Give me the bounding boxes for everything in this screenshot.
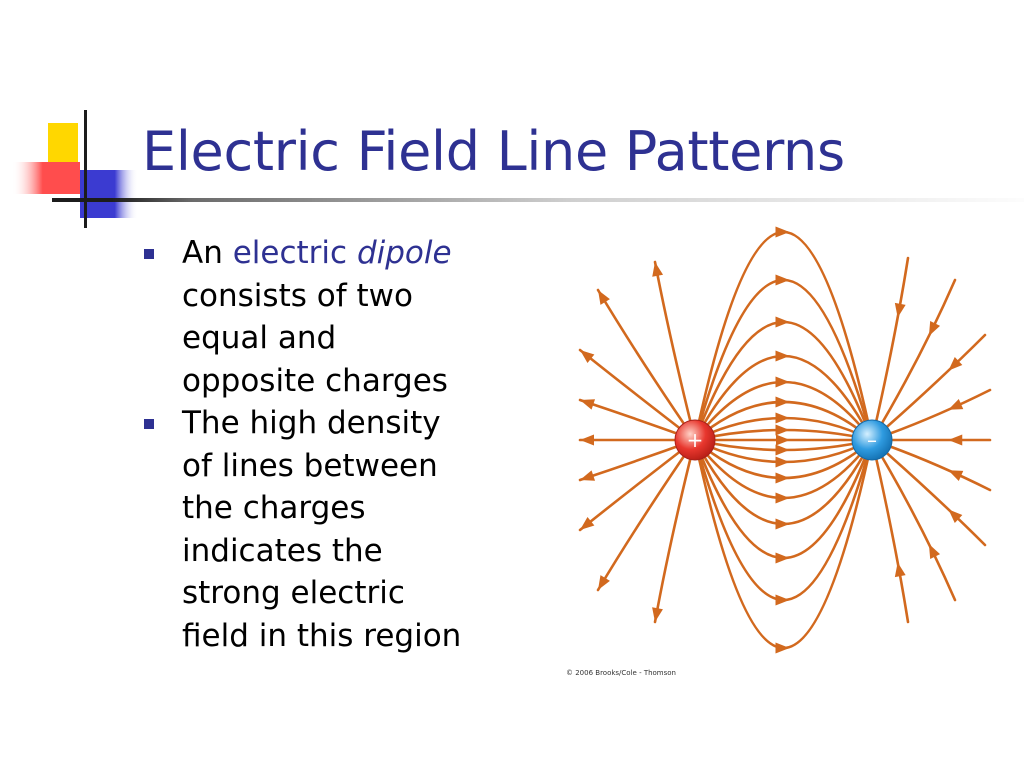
bullet-square-icon bbox=[144, 249, 154, 259]
text-run: strong electric bbox=[182, 575, 405, 611]
field-arrow bbox=[776, 434, 790, 446]
field-arrow bbox=[580, 350, 595, 364]
field-arrow bbox=[775, 456, 790, 468]
incoming-field-line bbox=[870, 333, 987, 442]
field-arrow bbox=[775, 492, 790, 504]
field-arrow bbox=[775, 642, 790, 654]
incoming-field-line bbox=[870, 438, 910, 624]
field-arrow bbox=[948, 399, 964, 410]
deco-red-bar bbox=[12, 162, 80, 194]
bullet-line: The high density bbox=[182, 402, 564, 445]
field-arrow bbox=[580, 434, 594, 446]
text-run: field in this region bbox=[182, 617, 462, 654]
field-arrow bbox=[580, 399, 596, 410]
field-arrow bbox=[894, 562, 906, 578]
positive-charge-circle bbox=[674, 419, 716, 461]
bullet-line: equal and bbox=[182, 317, 564, 360]
incoming-field-line bbox=[870, 438, 957, 602]
bullet-line: An electric dipole bbox=[182, 232, 564, 275]
bullet-line: opposite charges bbox=[182, 360, 564, 403]
text-run: the charges bbox=[182, 490, 366, 526]
deco-yellow-square bbox=[48, 123, 78, 163]
image-credit: © 2006 Brooks/Cole - Thomson bbox=[566, 669, 676, 677]
bullet-line: indicates the bbox=[182, 530, 564, 573]
field-arrow bbox=[598, 575, 610, 590]
positive-charge: + bbox=[674, 419, 716, 461]
field-arrow bbox=[775, 424, 790, 436]
field-arrow bbox=[598, 290, 610, 305]
deco-blue-bar bbox=[80, 170, 138, 218]
field-arrow bbox=[775, 552, 790, 564]
outgoing-field-line bbox=[653, 260, 697, 442]
bullet-square-icon bbox=[144, 419, 154, 429]
field-arrow bbox=[775, 396, 790, 408]
slide-title: Electric Field Line Patterns bbox=[142, 120, 845, 183]
field-arrow bbox=[948, 509, 963, 524]
field-arrow bbox=[928, 321, 941, 336]
corner-decoration bbox=[12, 110, 138, 228]
field-arrow bbox=[894, 302, 906, 318]
outgoing-field-line bbox=[596, 288, 697, 442]
bullet-item: The high density of lines between the char… bbox=[144, 402, 564, 657]
negative-charge-circle bbox=[851, 419, 893, 461]
dipole-field-diagram: + – bbox=[578, 226, 992, 654]
outgoing-field-line bbox=[653, 438, 697, 624]
bullet-line: of lines between bbox=[182, 445, 564, 488]
text-run: opposite charges bbox=[182, 362, 448, 399]
field-arrow bbox=[652, 607, 663, 622]
field-arrow bbox=[775, 274, 790, 286]
bullet-line: field in this region bbox=[182, 615, 564, 658]
bullet-line: the charges bbox=[182, 487, 564, 530]
text-run: An bbox=[182, 235, 233, 271]
positive-charge-symbol: + bbox=[687, 428, 704, 452]
field-arrow bbox=[775, 376, 790, 388]
negative-charge: – bbox=[851, 419, 893, 461]
bullet-line: consists of two bbox=[182, 275, 564, 318]
negative-charge-symbol: – bbox=[867, 428, 877, 452]
incoming-field-line bbox=[870, 438, 987, 547]
field-arrow bbox=[775, 472, 790, 484]
text-run: indicates the bbox=[182, 532, 383, 569]
connecting-field-line bbox=[693, 354, 874, 442]
field-arrow bbox=[580, 516, 595, 530]
field-arrow bbox=[775, 412, 790, 424]
field-arrow bbox=[948, 356, 963, 371]
field-arrow bbox=[775, 594, 790, 606]
field-arrow bbox=[948, 470, 964, 481]
arrows-group bbox=[580, 226, 964, 654]
field-arrow bbox=[775, 226, 790, 238]
field-arrow bbox=[775, 316, 790, 328]
connecting-field-line bbox=[693, 438, 874, 526]
incoming-field-line bbox=[870, 278, 957, 442]
field-arrow bbox=[775, 350, 790, 362]
title-underline bbox=[52, 198, 1024, 202]
text-run: of lines between bbox=[182, 447, 438, 484]
field-arrow bbox=[652, 262, 664, 277]
highlighted-term: dipole bbox=[356, 235, 452, 271]
bullet-text: The high density of lines between the char… bbox=[182, 402, 564, 657]
field-arrow bbox=[775, 518, 790, 530]
text-run: The high density bbox=[182, 405, 441, 441]
text-run: equal and bbox=[182, 320, 337, 356]
text-run: consists of two bbox=[182, 277, 413, 314]
field-arrow bbox=[928, 544, 941, 559]
incoming-field-line bbox=[870, 256, 910, 442]
outgoing-field-line bbox=[596, 438, 697, 592]
field-arrow bbox=[775, 444, 790, 456]
bullet-line: strong electric bbox=[182, 572, 564, 615]
field-arrow bbox=[580, 470, 596, 481]
highlighted-term: electric bbox=[232, 235, 357, 271]
deco-vertical-line bbox=[84, 110, 87, 228]
field-arrow bbox=[948, 434, 963, 446]
